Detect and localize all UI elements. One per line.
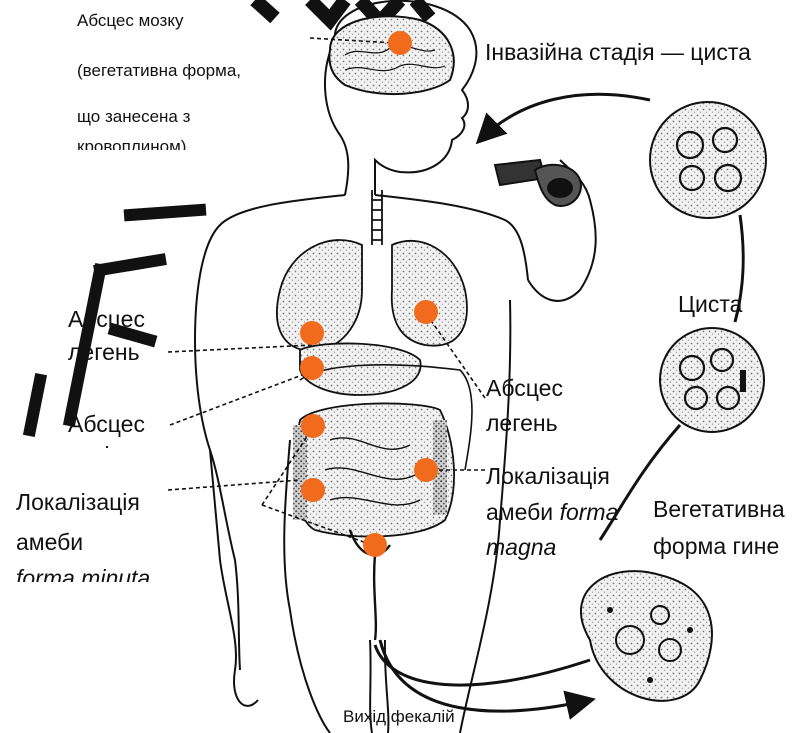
cyst-middle bbox=[660, 328, 764, 432]
label-forma-magna-plain: амеби bbox=[486, 499, 560, 525]
marker-liver bbox=[300, 356, 324, 380]
label-lung-abscess-left-line1: Абсцес bbox=[68, 307, 145, 331]
marker-colon-upper bbox=[301, 414, 325, 438]
label-forma-magna-line2: амеби forma bbox=[486, 500, 618, 524]
intestines bbox=[295, 403, 454, 640]
label-invasive-stage: Інвазійна стадія — циста bbox=[485, 40, 751, 64]
label-forma-minuta-line3: forma minuta bbox=[16, 566, 150, 582]
label-forma-minuta-line2: амеби bbox=[16, 530, 83, 554]
right-lung bbox=[392, 241, 467, 346]
label-vegetative-dies-line2: форма гине bbox=[653, 534, 779, 558]
label-liver-abscess-line2: печінки bbox=[68, 443, 145, 449]
label-forma-magna-line3: magna bbox=[486, 535, 556, 559]
label-vegetative-dies-line1: Вегетативна bbox=[653, 497, 785, 521]
label-cyst: Циста bbox=[678, 292, 742, 316]
marker-colon-right bbox=[414, 458, 438, 482]
vegetative-form bbox=[581, 571, 712, 701]
label-lung-abscess-right-line2: легень bbox=[486, 411, 558, 435]
marker-lung-left bbox=[300, 321, 324, 345]
label-lung-abscess-left-line2: легень bbox=[68, 340, 140, 364]
marker-lung-right bbox=[414, 300, 438, 324]
label-brain-abscess-line2: (вегетативна форма, bbox=[77, 62, 241, 80]
hand-with-food bbox=[495, 160, 581, 206]
marker-rectum bbox=[363, 533, 387, 557]
label-lung-abscess-right-line1: Абсцес bbox=[486, 376, 563, 400]
label-brain-abscess-line3: що занесена з bbox=[77, 108, 190, 126]
label-brain-abscess-line1: Абсцес мозку bbox=[77, 12, 183, 30]
label-liver-abscess-line1: Абсцес bbox=[68, 412, 145, 436]
brain bbox=[329, 16, 453, 94]
marker-brain bbox=[388, 31, 412, 55]
trachea bbox=[372, 190, 382, 245]
label-forma-magna-italic1: forma bbox=[560, 499, 619, 525]
label-forma-minuta-line1: Локалізація bbox=[16, 490, 140, 514]
label-brain-abscess-line4: кровоплином) bbox=[77, 138, 186, 150]
cyst-top bbox=[650, 102, 766, 218]
label-feces-exit: Вихід фекалій bbox=[343, 708, 455, 726]
marker-colon-left bbox=[301, 478, 325, 502]
label-forma-magna-line1: Локалізація bbox=[486, 464, 610, 488]
